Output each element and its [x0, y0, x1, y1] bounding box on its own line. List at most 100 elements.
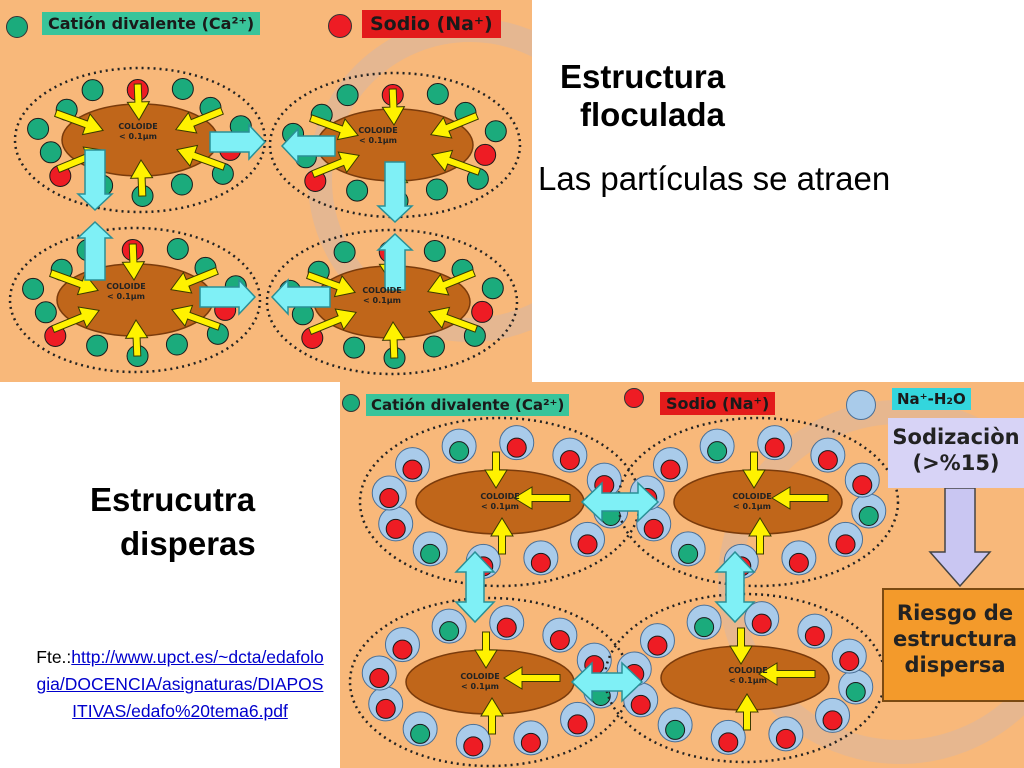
- sodium-ion: [817, 450, 838, 471]
- ion-attraction-arrow: [771, 486, 829, 510]
- calcium-ion: [22, 277, 45, 300]
- ion-attraction-arrow: [308, 308, 357, 336]
- colloid-label: COLOIDE< 0.1µm: [480, 492, 520, 511]
- sodium-ion: [375, 698, 396, 719]
- ion-attraction-arrow: [171, 304, 222, 331]
- calcium-ion: [343, 336, 366, 359]
- calcium-ion: [27, 117, 50, 140]
- calcium-ion: [346, 179, 369, 202]
- calcium-ion: [707, 441, 728, 462]
- calcium-ion: [426, 82, 449, 105]
- particle-attraction-arrow: [280, 127, 336, 165]
- colloid-label: COLOIDE< 0.1µm: [728, 666, 768, 685]
- particle-repulsion-arrow: [454, 550, 496, 624]
- particle-attraction-arrow: [209, 123, 267, 161]
- ion-attraction-arrow: [124, 319, 149, 357]
- sodium-ion: [463, 736, 484, 757]
- sodium-ion: [496, 617, 517, 638]
- sodium-ion: [385, 518, 406, 539]
- ion-attraction-arrow: [729, 627, 753, 665]
- ion-attraction-arrow: [480, 697, 504, 735]
- calcium-ion: [481, 277, 504, 300]
- sodium-ion: [630, 694, 651, 715]
- ion-attraction-arrow: [176, 144, 227, 171]
- ion-attraction-arrow: [381, 88, 406, 126]
- sodization-to-risk-arrow: [928, 487, 992, 588]
- flocculated-structure-title: Estructura floculada: [560, 58, 726, 133]
- cluster-boundary: [13, 66, 267, 214]
- sodium-ion: [788, 552, 809, 573]
- sodium-ion: [751, 613, 772, 634]
- particle-repulsion-arrow: [570, 661, 644, 703]
- colloid-label: COLOIDE< 0.1µm: [106, 282, 146, 301]
- calcium-ion: [422, 335, 445, 358]
- calcium-ion: [420, 543, 441, 564]
- sodium-ion: [835, 534, 856, 555]
- sodium-legend-swatch: [624, 388, 644, 408]
- calcium-ion: [439, 621, 460, 642]
- ion-attraction-arrow: [126, 83, 151, 121]
- ion-attraction-arrow: [53, 109, 104, 136]
- sodium-ion: [471, 300, 494, 323]
- sodium-ion: [718, 732, 739, 753]
- sodium-ion: [643, 518, 664, 539]
- particle-attraction-arrow: [376, 161, 414, 224]
- sodium-ion: [549, 630, 570, 651]
- sodium-ion: [559, 450, 580, 471]
- colloid-label: COLOIDE< 0.1µm: [732, 492, 772, 511]
- divalent-cation-legend-label: Catión divalente (Ca²⁺): [366, 394, 570, 416]
- sodium-ion: [660, 459, 681, 480]
- ion-attraction-arrow: [484, 451, 508, 489]
- ion-attraction-arrow: [170, 266, 219, 294]
- ion-attraction-arrow: [742, 451, 766, 489]
- sodium-ion: [839, 651, 860, 672]
- ion-attraction-arrow: [503, 666, 561, 690]
- sodium-legend-label: Sodio (Na⁺): [362, 10, 501, 38]
- colloid-label: COLOIDE< 0.1µm: [358, 126, 398, 145]
- particle-attraction-arrow: [199, 278, 257, 316]
- sodium-ion: [520, 732, 541, 753]
- sodium-water-legend-swatch: [846, 390, 876, 420]
- ion-attraction-arrow: [175, 106, 224, 134]
- ion-attraction-arrow: [430, 111, 479, 139]
- ion-attraction-arrow: [305, 271, 356, 298]
- flocculated-diagram-graphic: [8, 18, 532, 376]
- particle-attraction-arrow: [376, 232, 414, 291]
- dispersed-structure-title: Estrucutra disperas: [90, 481, 256, 562]
- particle-attraction-arrow: [76, 220, 114, 281]
- ion-attraction-arrow: [51, 306, 100, 334]
- source-citation: Fte.:http://www.upct.es/~dcta/edafologia…: [35, 644, 325, 725]
- sodium-ion: [379, 488, 400, 509]
- colloid-label: COLOIDE< 0.1µm: [362, 286, 402, 305]
- source-link[interactable]: http://www.upct.es/~dcta/edafologia/DOCE…: [36, 647, 324, 721]
- sodium-legend-swatch: [328, 14, 352, 38]
- cluster-boundary: [265, 228, 519, 376]
- colloid-label: COLOIDE< 0.1µm: [460, 672, 500, 691]
- calcium-ion: [665, 719, 686, 740]
- sodium-ion: [392, 639, 413, 660]
- calcium-ion: [171, 77, 194, 100]
- calcium-ion: [86, 334, 109, 357]
- calcium-ion: [845, 681, 866, 702]
- sodization-box: Sodizaciòn(>%15): [888, 418, 1024, 488]
- calcium-ion: [484, 120, 507, 143]
- calcium-ion: [858, 505, 879, 526]
- sodium-water-legend-label: Na⁺-H₂O: [892, 388, 971, 410]
- source-prefix: Fte.:: [36, 647, 72, 667]
- sodium-legend-label: Sodio (Na⁺): [660, 392, 776, 415]
- particle-repulsion-arrow: [714, 550, 756, 624]
- ion-attraction-arrow: [758, 662, 816, 686]
- sodium-ion: [764, 437, 785, 458]
- cluster-boundary: [8, 226, 262, 374]
- sodium-ion: [852, 475, 873, 496]
- calcium-ion: [410, 723, 431, 744]
- calcium-ion: [81, 79, 104, 102]
- ion-attraction-arrow: [381, 321, 406, 359]
- cluster-boundary: [616, 416, 900, 588]
- colloid-label: COLOIDE< 0.1µm: [118, 122, 158, 141]
- ion-attraction-arrow: [490, 517, 514, 555]
- ion-attraction-arrow: [308, 114, 359, 141]
- calcium-ion: [34, 301, 57, 324]
- ion-attraction-arrow: [748, 517, 772, 555]
- ion-attraction-arrow: [474, 631, 498, 669]
